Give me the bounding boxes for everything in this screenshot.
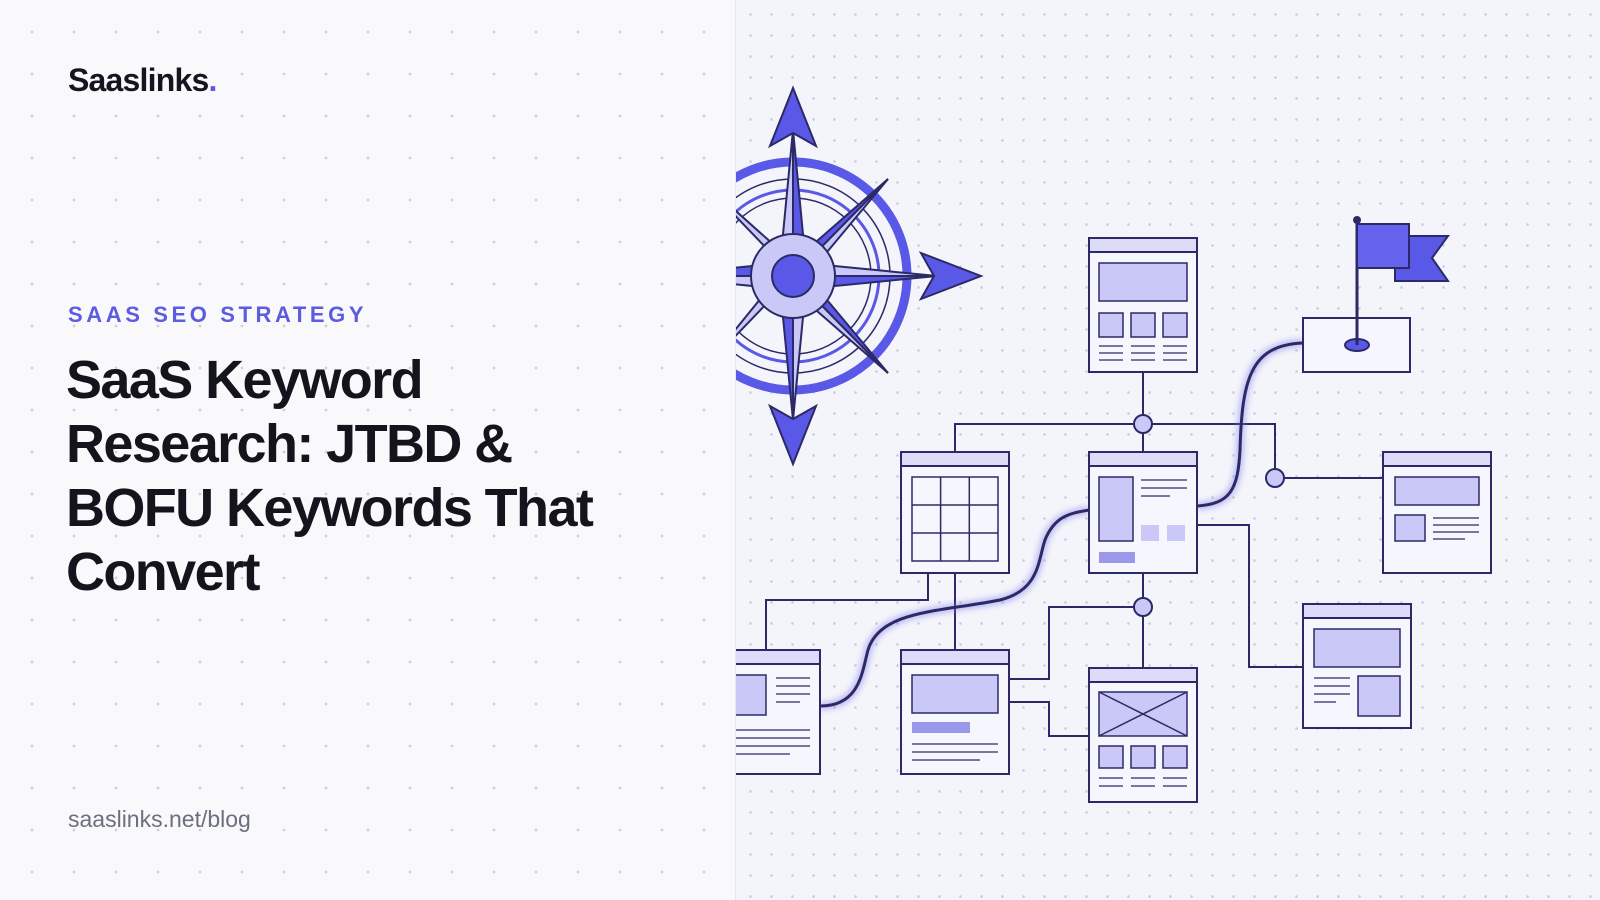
page-card-top (1088, 237, 1198, 373)
compass-rose-icon (736, 85, 984, 467)
page-card-bottom-mid (900, 649, 1010, 775)
brand-logo[interactable]: Saaslinks. (68, 62, 217, 99)
brand-dot: . (208, 62, 217, 98)
panel-divider (735, 0, 736, 900)
page-card-image (1088, 667, 1198, 803)
page-card-bottom-left (736, 649, 821, 775)
junction-nodes (1133, 414, 1285, 617)
page-card-right (1382, 451, 1492, 574)
article-title: SaaS Keyword Research: JTBD & BOFU Keywo… (66, 350, 594, 602)
conversion-path (819, 339, 1304, 710)
page-card-bottom-right (1302, 603, 1412, 729)
brand-name: Saaslinks (68, 62, 209, 98)
category-label: SAAS SEO STRATEGY (68, 302, 368, 327)
blog-url[interactable]: saaslinks.net/blog (68, 806, 251, 832)
illustration-panel (736, 0, 1600, 900)
connector-lines (765, 372, 1383, 737)
page-card-center (1088, 451, 1198, 574)
page-card-grid (900, 451, 1010, 574)
flag-icon (1353, 216, 1450, 345)
left-panel: Saaslinks. SAAS SEO STRATEGY SaaS Keywor… (0, 0, 736, 900)
architecture-illustration (736, 85, 1492, 803)
